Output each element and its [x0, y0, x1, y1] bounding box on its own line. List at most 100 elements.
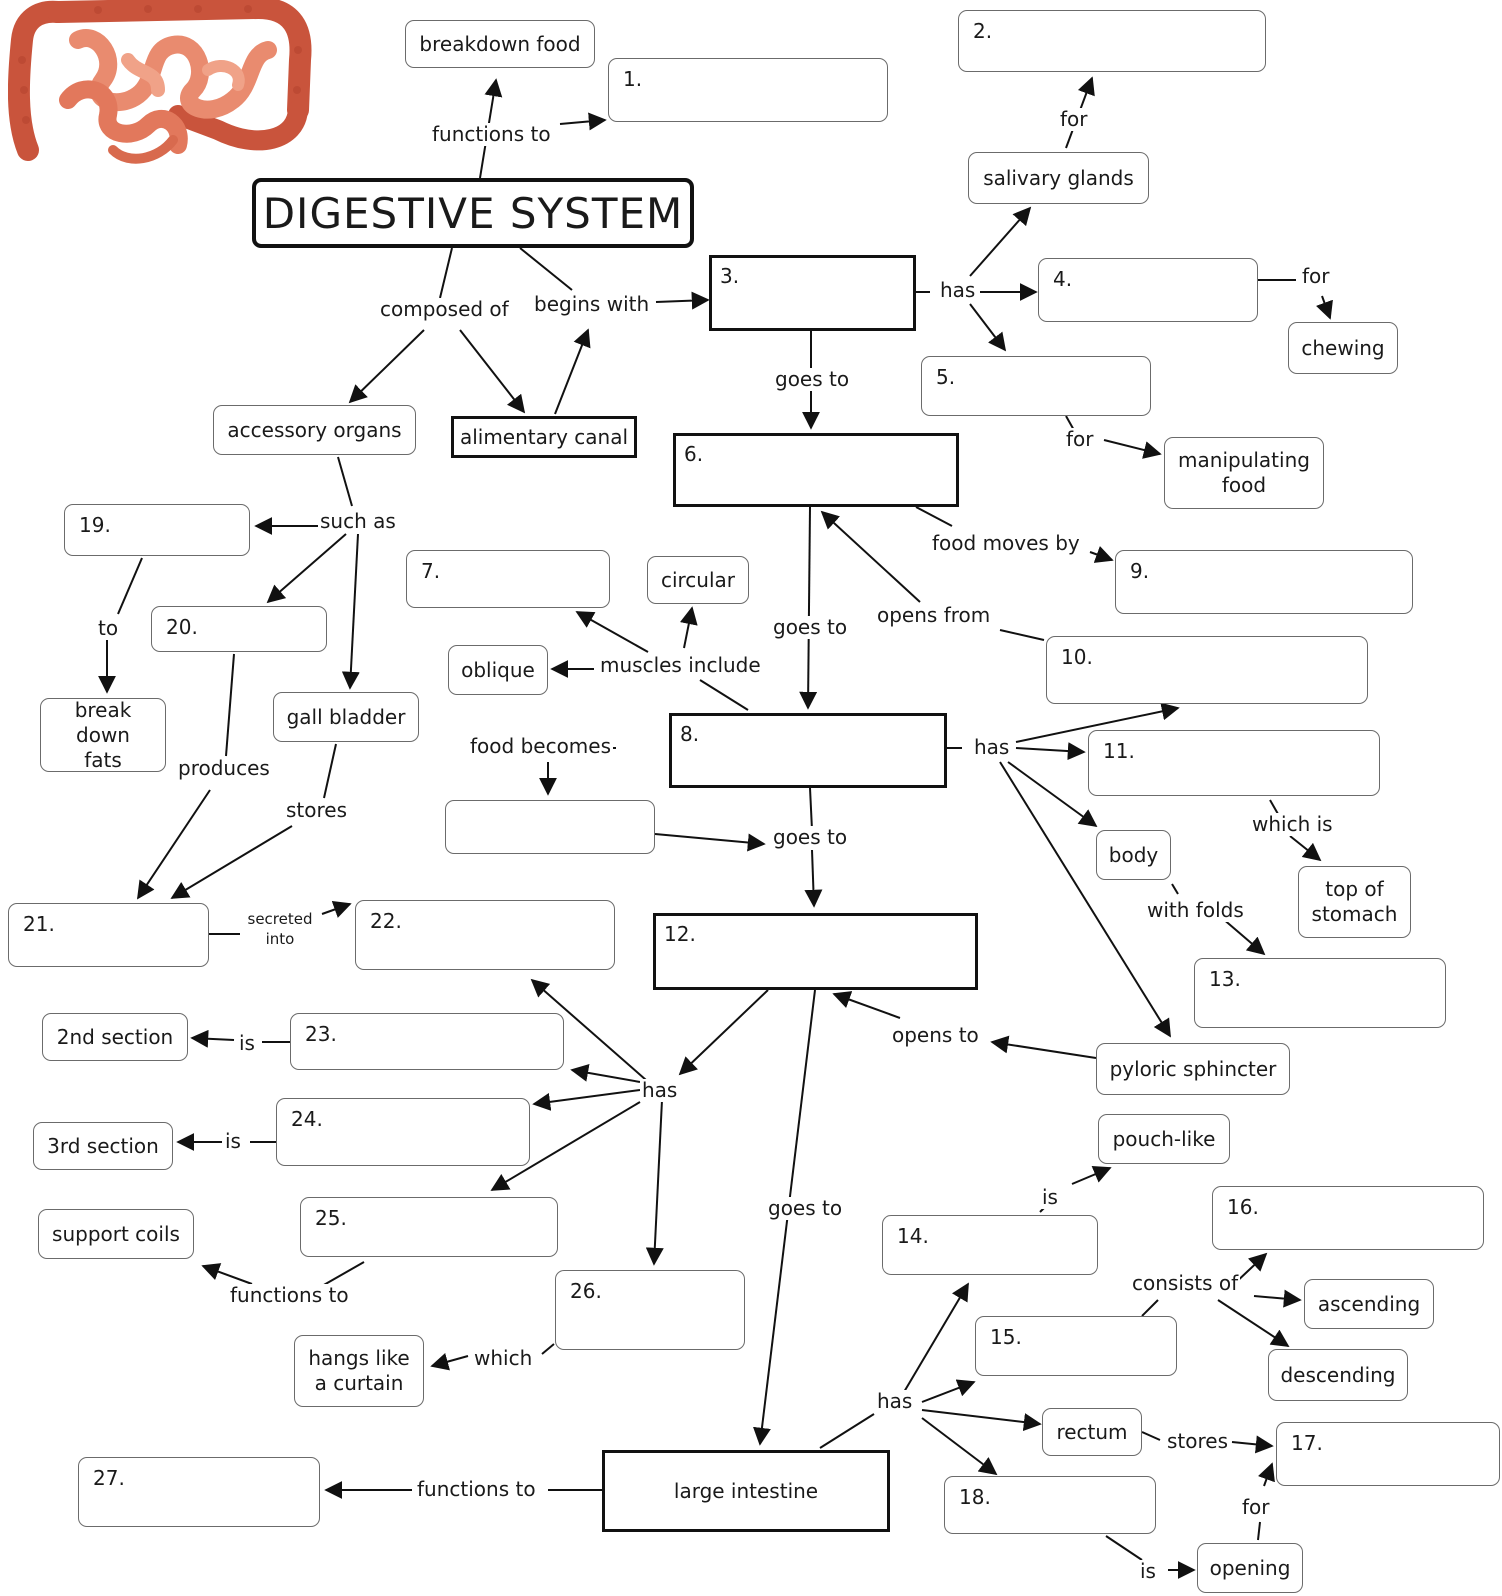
blank-16[interactable]: 16. — [1212, 1186, 1484, 1250]
connector-arrow — [1089, 546, 1114, 563]
link-is: is — [1040, 1185, 1060, 1209]
connector-line — [1105, 1535, 1143, 1561]
blank-number: 25. — [315, 1206, 347, 1230]
blank-number: 18. — [959, 1485, 991, 1509]
blank-18[interactable]: 18. — [944, 1476, 1156, 1534]
blank-unnumbered[interactable] — [445, 800, 655, 854]
blank-25[interactable]: 25. — [300, 1197, 558, 1257]
blank-number: 22. — [370, 909, 402, 933]
blank-10[interactable]: 10. — [1046, 636, 1368, 704]
blank-4[interactable]: 4. — [1038, 258, 1258, 322]
blank-number: 20. — [166, 615, 198, 639]
link-functions-to: functions to — [430, 122, 553, 146]
blank-1[interactable]: 1. — [608, 58, 888, 122]
concept-oblique: oblique — [448, 645, 548, 695]
blank-number: 23. — [305, 1022, 337, 1046]
link-which-is: which is — [1250, 812, 1335, 836]
blank-23[interactable]: 23. — [290, 1013, 564, 1070]
blank-number: 4. — [1053, 267, 1073, 291]
blank-24[interactable]: 24. — [276, 1098, 530, 1166]
blank-11[interactable]: 11. — [1088, 730, 1380, 796]
connector-arrow — [799, 506, 818, 710]
blank-9[interactable]: 9. — [1115, 550, 1413, 614]
blank-15[interactable]: 15. — [975, 1316, 1177, 1376]
connector-arrow — [532, 1089, 641, 1111]
concept-gall-bladder: gall bladder — [273, 692, 419, 742]
connector-arrow — [1007, 761, 1098, 828]
concept-hangs-like-a-curtain: hangs like a curtain — [294, 1335, 424, 1407]
connector-arrow — [679, 606, 698, 649]
link-is: is — [1138, 1559, 1158, 1583]
connector-arrow — [1015, 702, 1180, 743]
connector-arrow — [645, 1099, 664, 1266]
link-for: for — [1058, 107, 1090, 131]
link-opens-from: opens from — [875, 603, 993, 627]
blank-number: 7. — [421, 559, 441, 583]
concept-break-down-fats: break down fats — [40, 698, 166, 772]
connector-arrow — [820, 510, 921, 603]
blank-7[interactable]: 7. — [406, 550, 610, 608]
concept-salivary-glands: salivary glands — [968, 152, 1149, 204]
blank-14[interactable]: 14. — [882, 1215, 1098, 1275]
blank-21[interactable]: 21. — [8, 903, 209, 967]
blank-2[interactable]: 2. — [958, 10, 1266, 72]
connector-line — [1269, 799, 1279, 815]
connector-arrow — [1015, 742, 1086, 761]
blank-27[interactable]: 27. — [78, 1457, 320, 1527]
connector-arrow — [1221, 917, 1266, 956]
blank-13[interactable]: 13. — [1194, 958, 1446, 1028]
connector-arrow — [969, 206, 1032, 277]
blank-number: 3. — [720, 264, 740, 288]
connector-line — [915, 506, 953, 527]
blank-22[interactable]: 22. — [355, 900, 615, 970]
link-functions-to: functions to — [228, 1283, 351, 1307]
concept-accessory-organs: accessory organs — [213, 405, 416, 455]
blank-3[interactable]: 3. — [709, 255, 916, 331]
connector-arrow — [655, 291, 710, 310]
connector-line — [117, 557, 143, 615]
connector-arrow — [903, 1282, 969, 1393]
blank-number: 13. — [1209, 967, 1241, 991]
blank-17[interactable]: 17. — [1276, 1422, 1500, 1486]
blank-number: 27. — [93, 1466, 125, 1490]
link-such-as: such as — [318, 509, 398, 533]
link-begins-with: begins with — [532, 292, 652, 316]
blank-6[interactable]: 6. — [673, 433, 959, 507]
connector-line — [699, 679, 749, 711]
concept-opening: opening — [1197, 1543, 1303, 1593]
blank-number: 17. — [1291, 1431, 1323, 1455]
link-has: has — [938, 278, 978, 302]
connector-arrow — [348, 329, 425, 404]
connector-arrow — [1071, 1165, 1112, 1185]
connector-arrow — [1316, 295, 1333, 320]
blank-20[interactable]: 20. — [151, 606, 327, 652]
link-consists-of: consists of — [1130, 1271, 1241, 1295]
blank-number: 2. — [973, 19, 993, 43]
blank-12[interactable]: 12. — [653, 913, 978, 990]
connector-arrow — [678, 989, 769, 1076]
connector-arrow — [999, 761, 1171, 1038]
link-is: is — [237, 1031, 257, 1055]
concept-pyloric-sphincter: pyloric sphincter — [1096, 1043, 1290, 1095]
link-has: has — [972, 735, 1012, 759]
connector-line — [323, 743, 337, 799]
blank-19[interactable]: 19. — [64, 504, 250, 556]
connector-arrow — [530, 978, 647, 1081]
connector-arrow — [137, 789, 211, 900]
connector-arrow — [921, 1417, 998, 1476]
blank-26[interactable]: 26. — [555, 1270, 745, 1350]
connector-arrow — [459, 329, 526, 414]
blank-8[interactable]: 8. — [669, 713, 947, 788]
connector-line — [999, 629, 1045, 641]
connector-arrow — [654, 833, 766, 852]
link-food-moves-by: food moves by — [930, 531, 1082, 555]
blank-number: 21. — [23, 912, 55, 936]
connector-arrow — [1289, 835, 1322, 862]
blank-number: 24. — [291, 1107, 323, 1131]
connector-line — [1257, 1521, 1261, 1541]
concept-descending: descending — [1268, 1349, 1408, 1401]
blank-5[interactable]: 5. — [921, 356, 1151, 416]
concept-3rd-section: 3rd section — [33, 1122, 173, 1170]
connector-arrow — [321, 900, 352, 918]
link-stores: stores — [1165, 1429, 1231, 1453]
